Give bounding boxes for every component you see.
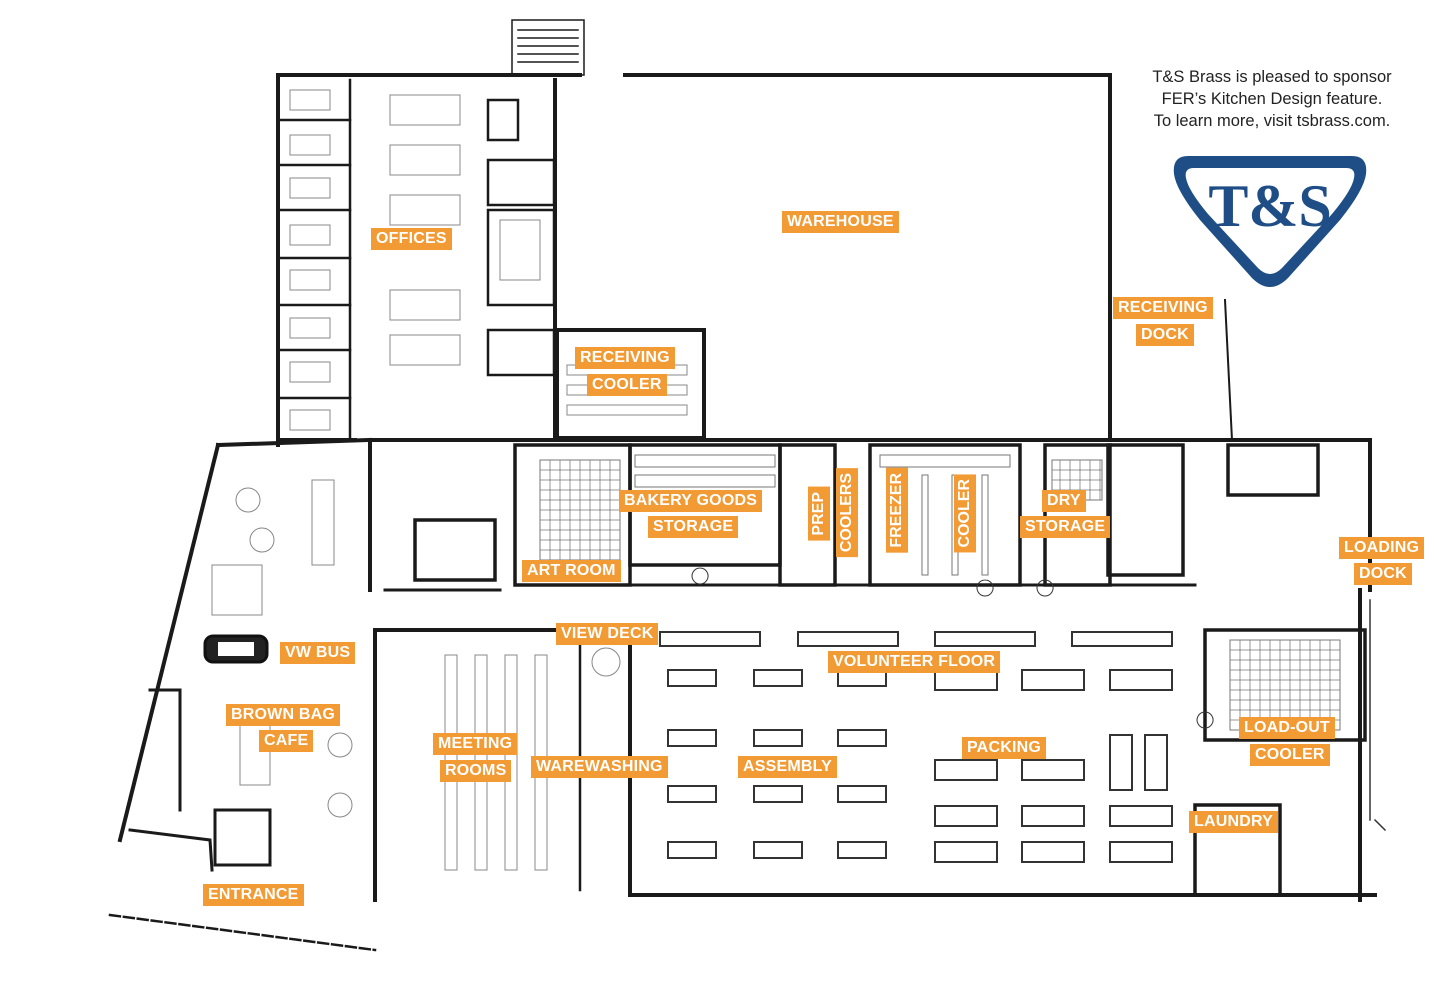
label-bakery-2: STORAGE	[648, 516, 739, 538]
label-loading-1: LOADING	[1339, 537, 1425, 559]
receiving-dock-wall	[1223, 298, 1234, 442]
sponsor-line-3: To learn more, visit tsbrass.com.	[1153, 112, 1391, 130]
label-volunteer-floor: VOLUNTEER FLOOR	[828, 651, 1001, 673]
label-brown-bag-2: CAFE	[259, 730, 314, 752]
label-prep: PREP	[808, 487, 830, 541]
label-receiving-dock-2: DOCK	[1136, 324, 1194, 346]
label-brown-bag-1: BROWN BAG	[226, 704, 341, 726]
door-swings	[691, 567, 1214, 729]
label-loadout-1: LOAD-OUT	[1239, 717, 1336, 739]
label-art-room: ART ROOM	[522, 560, 621, 582]
ts-brass-logo-icon: T&S	[1173, 156, 1367, 287]
loadout-rooms	[1193, 628, 1367, 897]
label-cooler: COOLER	[954, 474, 976, 553]
volunteer-floor-tables	[659, 631, 1173, 863]
label-bakery-1: BAKERY GOODS	[619, 490, 763, 512]
storage-shelving	[539, 454, 1341, 731]
label-loading-2: DOCK	[1354, 563, 1412, 585]
label-receiving-dock-1: RECEIVING	[1113, 297, 1213, 319]
stair-tower	[511, 19, 585, 76]
sponsor-line-1: T&S Brass is pleased to sponsor	[1152, 68, 1392, 86]
label-meeting-1: MEETING	[433, 733, 518, 755]
label-loadout-2: COOLER	[1250, 744, 1330, 766]
label-packing: PACKING	[962, 737, 1046, 759]
storage-rooms	[413, 443, 1320, 587]
sponsor-text: T&S Brass is pleased to sponsor FER’s Ki…	[1112, 66, 1432, 132]
label-entrance: ENTRANCE	[203, 884, 304, 906]
label-view-deck: VIEW DECK	[556, 623, 659, 645]
label-meeting-2: ROOMS	[440, 760, 512, 782]
logo-lettering: T&S	[1208, 173, 1331, 239]
label-offices: OFFICES	[371, 228, 452, 250]
label-vw-bus: VW BUS	[280, 642, 356, 664]
entrance-curtain-wall	[108, 913, 377, 952]
receiving-cooler-room	[555, 328, 706, 440]
label-coolers: COOLERS	[836, 468, 858, 558]
office-cells	[278, 78, 352, 442]
office-furniture	[289, 89, 541, 431]
label-receiving-cooler-2: COOLER	[587, 374, 667, 396]
label-laundry: LAUNDRY	[1189, 811, 1279, 833]
label-freezer: FREEZER	[886, 468, 908, 553]
label-dry-2: STORAGE	[1020, 516, 1111, 538]
upper-building-walls	[276, 73, 1197, 447]
cafe-furniture	[211, 479, 353, 818]
label-dry-1: DRY	[1042, 490, 1086, 512]
label-warehouse: WAREHOUSE	[782, 211, 899, 233]
label-assembly: ASSEMBLY	[738, 756, 838, 778]
sponsor-line-2: FER’s Kitchen Design feature.	[1161, 90, 1383, 108]
label-receiving-cooler-1: RECEIVING	[575, 347, 675, 369]
label-warewashing: WAREWASHING	[531, 756, 668, 778]
